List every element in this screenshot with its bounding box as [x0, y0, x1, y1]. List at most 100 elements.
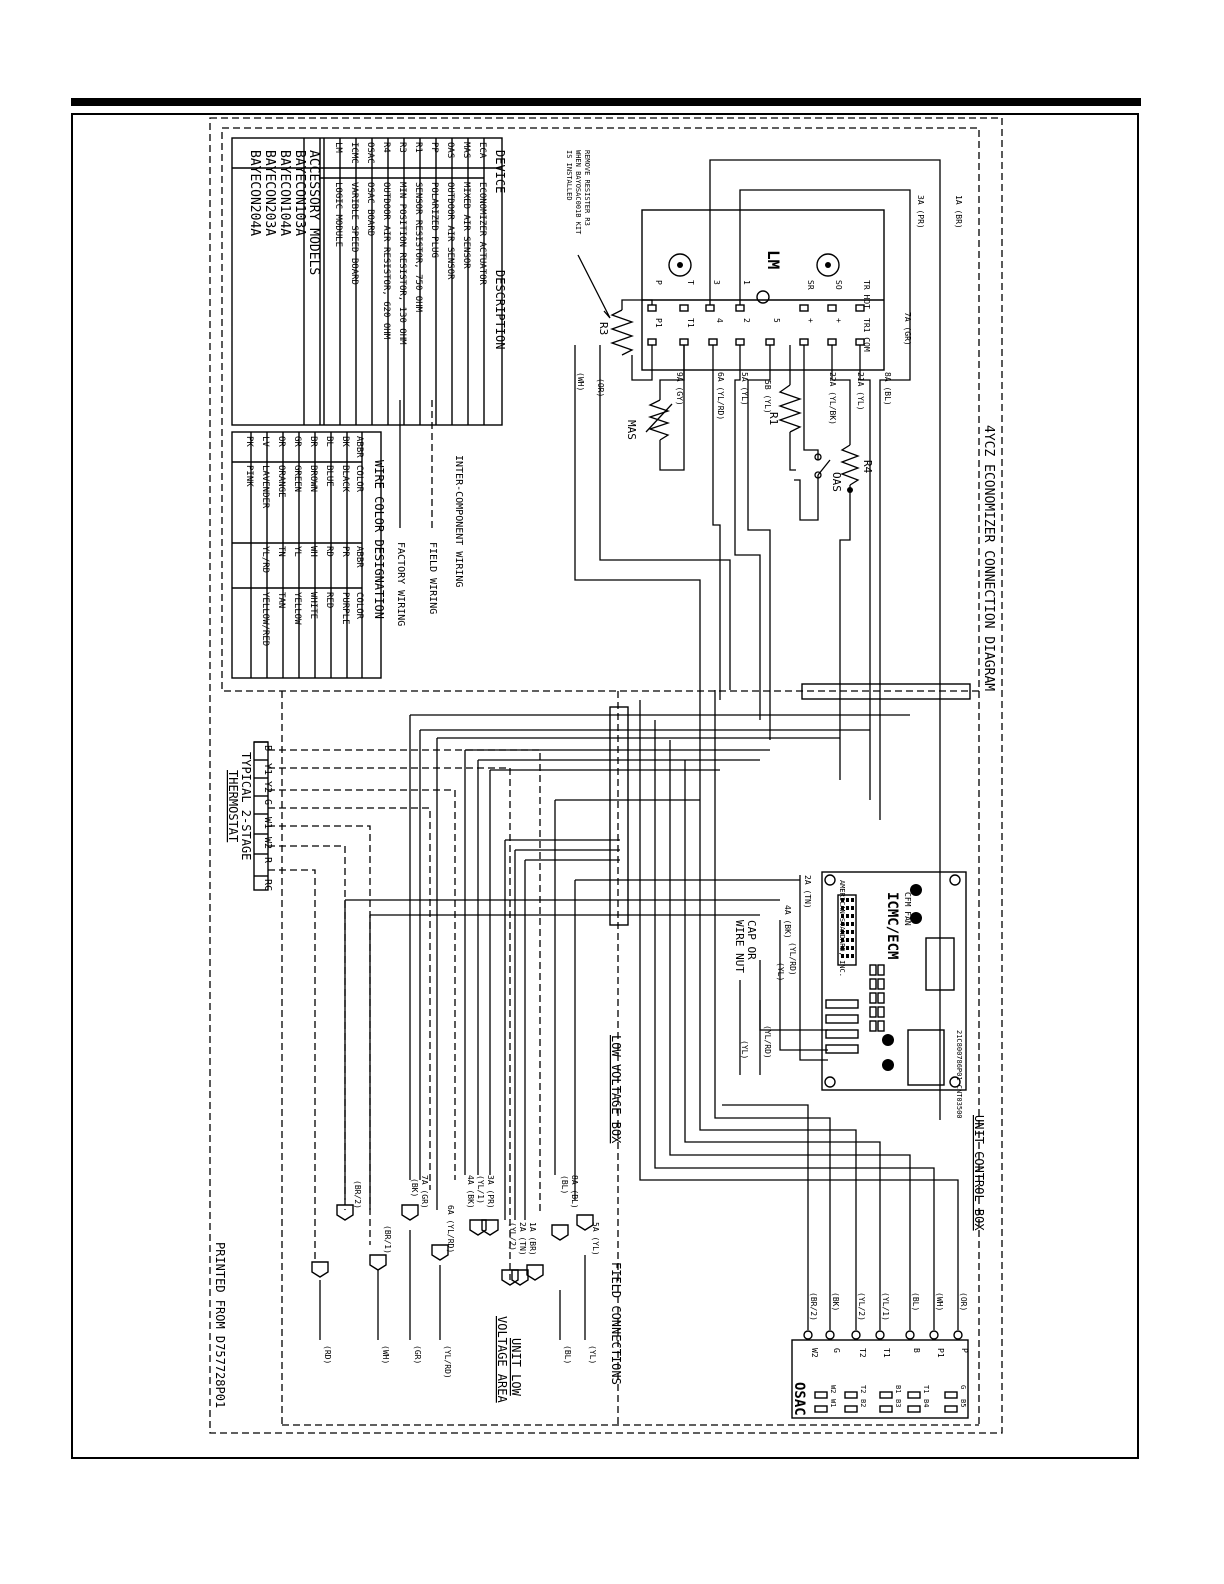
osac-jumper [814, 1405, 828, 1413]
lm-terminal [827, 304, 837, 312]
description-header: DESCRIPTION [493, 270, 507, 349]
plug-label: (BR/1) [383, 1225, 392, 1254]
osac-board-label: T2 [859, 1385, 867, 1393]
device-description: LOGIC MODULE [333, 182, 343, 247]
mas-sensor [647, 399, 671, 441]
color-name: YELLOW/RED [260, 592, 270, 646]
osac-board-label: B5 [959, 1399, 967, 1407]
osac-wire-label: (BR/2) [809, 1292, 818, 1321]
osac-terminal [905, 1330, 915, 1340]
device-description: ECONOMIZER ACTUATOR [477, 182, 487, 286]
plug-label: (BL) [560, 1175, 569, 1194]
icmc-pin [851, 914, 854, 918]
icmc-pin [851, 930, 854, 934]
icmc-maker: AMERICAN STANDARD, INC. [838, 880, 846, 977]
unit-low-label-2: VOLTAGE AREA [495, 1316, 509, 1403]
top-rule [71, 98, 1141, 106]
plug-label: 6A (YL/RD) [446, 1205, 455, 1253]
icmc-pin [841, 954, 844, 958]
icmc-pin [841, 946, 844, 950]
lm-terminal [705, 304, 715, 312]
unit-low-label-1: UNIT LOW [509, 1338, 523, 1397]
device-code: ECA [477, 142, 487, 159]
osac-terminal-label: P1 [936, 1348, 945, 1358]
wire-color-table [231, 431, 382, 679]
plug-connector [551, 1224, 569, 1241]
lm-terminal [765, 338, 775, 346]
color-name: PINK [244, 465, 254, 487]
plug-labels: (BR/2)7A (GR)(BK)3A (PR)(YL/1)4A (BK)8A … [353, 1175, 600, 1256]
tstat-terminal: R [262, 857, 273, 864]
color-header: ABBR [354, 546, 364, 568]
field-color-labels: (YL)(BL)(YL/RD)(GR)(WH)(RD) [323, 1345, 597, 1379]
icmc-wire-yl: (YL) [776, 962, 785, 981]
icmc-connector [825, 1044, 859, 1054]
plug-label: (YL/1) [476, 1175, 485, 1204]
osac-board-label: W2 [829, 1385, 837, 1393]
legend-factory: FACTORY WIRING [395, 542, 406, 626]
lm-terminal-label: + [806, 318, 815, 323]
tstat-terminal: G [262, 799, 273, 805]
lm-wire-label: 6A (YL/RD) [716, 372, 725, 420]
osac-jumper [879, 1405, 893, 1413]
color-header: COLOR [354, 465, 364, 493]
tstat-label-2: THERMOSTAT [226, 770, 240, 842]
field-connections-label: FIELD CONNECTIONS [609, 1262, 623, 1385]
lm-terminal-label: TR HOT [862, 280, 871, 309]
lm-terminal [679, 304, 689, 312]
icmc-connector [825, 999, 859, 1009]
device-description: OUTDOOR AIR SENSOR [445, 182, 455, 280]
osac-terminal-label: P [960, 1348, 969, 1353]
color-abbr: PR [340, 546, 350, 557]
icmc-pin [841, 938, 844, 942]
icmc-pin [877, 1020, 885, 1032]
color-abbr: RD [324, 546, 334, 557]
osac-wire-label: (YL/2) [857, 1292, 866, 1321]
icmc-pin [869, 992, 877, 1004]
osac-wire-label: (BL) [911, 1292, 920, 1311]
tstat-terminal: B [262, 745, 273, 751]
color-abbr: OR [276, 436, 286, 447]
plug-connector [401, 1204, 419, 1221]
plug-label: 2A (TN) [518, 1222, 527, 1256]
osac-wire-label: (BK) [831, 1292, 840, 1311]
lm-wire-label: 7A (GR) [903, 312, 912, 346]
osac-board-label: B4 [922, 1399, 930, 1407]
tstat-field-wiring [268, 749, 541, 1280]
tstat-terminal: RC [262, 879, 273, 891]
lm-terminal-label: 4 [715, 318, 724, 323]
osac-wire-label: (YL/1) [881, 1292, 890, 1321]
lm-label: LM [764, 250, 783, 269]
lm-terminal-label: 1 [742, 280, 751, 285]
device-description: MIXED AIR SENSOR [461, 182, 471, 269]
icmc-pin [869, 1006, 877, 1018]
osac-terminal-label: B [912, 1348, 921, 1353]
plug-label: (YL/2) [508, 1222, 517, 1251]
device-code: R1 [413, 142, 423, 153]
plug-connector [501, 1269, 519, 1286]
device-description: POLARIZED PLUG [429, 182, 439, 258]
field-wire-color: (BL) [563, 1345, 572, 1364]
lm-terminal-label: 5 [772, 318, 781, 323]
osac-board-label: B3 [894, 1399, 902, 1407]
icmc-pin [846, 898, 849, 902]
icmc-pin [877, 978, 885, 990]
icmc-pin [851, 922, 854, 926]
icmc-pin [877, 964, 885, 976]
icmc-wire-ylrd: (YL/RD) [788, 942, 797, 976]
conduit-upper [801, 683, 971, 700]
plug-label: 7A (GR) [420, 1175, 429, 1209]
plug-connector [311, 1261, 329, 1278]
icmc-pin [869, 978, 877, 990]
osac-jumper [844, 1391, 858, 1399]
cap-note-1: CAP OR [745, 920, 758, 960]
icmc-sub: CFM FAN [903, 892, 912, 926]
device-header: DEVICE [493, 150, 507, 193]
icmc-pin [841, 922, 844, 926]
osac-jumper [844, 1405, 858, 1413]
accessory-header: ACCESSORY MODELS [306, 150, 321, 275]
device-description: MIN POSITION RESISTOR, 130 OHM [397, 182, 407, 345]
lm-terminal [735, 338, 745, 346]
